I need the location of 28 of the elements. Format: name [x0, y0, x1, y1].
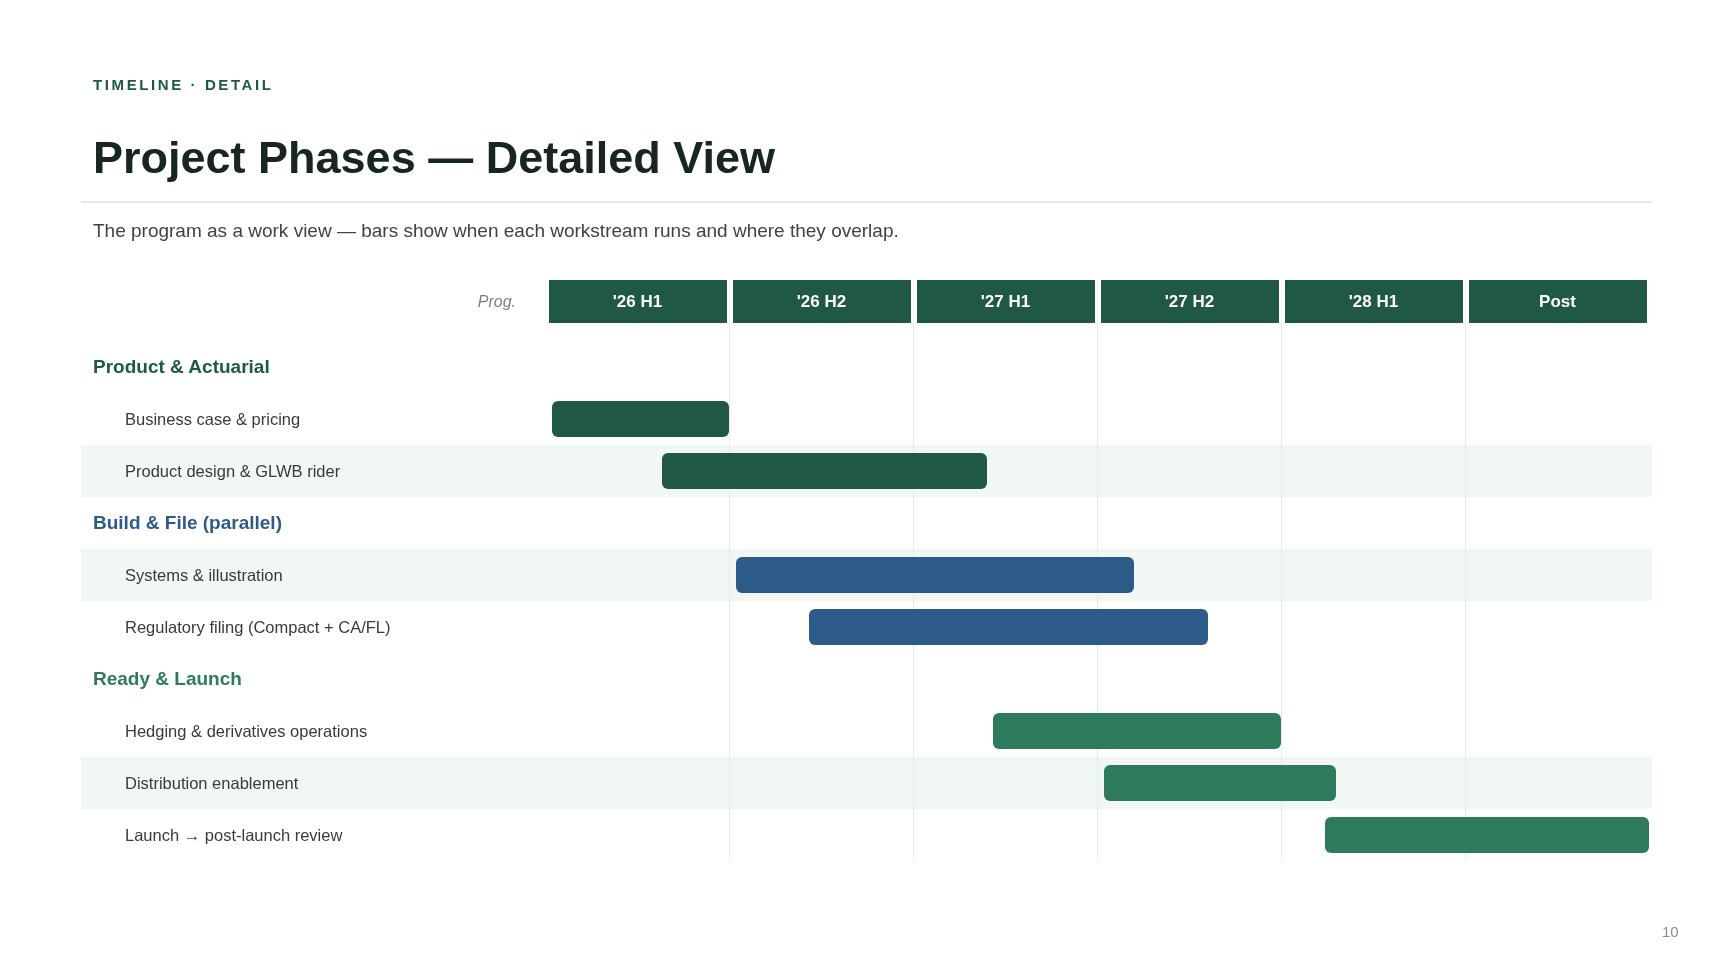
group-heading: Product & Actuarial	[93, 355, 270, 379]
gantt-bar	[1103, 765, 1337, 801]
column-label: Prog.	[477, 292, 516, 312]
section-kicker: TIMELINE · DETAIL	[93, 75, 274, 95]
gantt-bar	[735, 557, 1134, 593]
period-header: '27 H2	[1100, 280, 1279, 323]
task-label: Hedging & derivatives operations	[125, 720, 368, 742]
page-title: Project Phases — Detailed View	[93, 132, 775, 184]
subtitle: The program as a work view — bars show when each workstream runs and where they overlap.	[93, 219, 899, 243]
period-header: '26 H1	[548, 280, 727, 323]
gantt-bar	[551, 401, 730, 437]
task-label: Distribution enablement	[125, 772, 299, 794]
page-number: 10	[1662, 922, 1679, 941]
period-header: '27 H1	[916, 280, 1095, 323]
gantt-bar	[809, 609, 1208, 645]
gantt-bar	[662, 453, 987, 489]
task-label: Product design & GLWB rider	[125, 460, 341, 482]
group-heading: Ready & Launch	[93, 667, 242, 691]
group-heading: Build & File (parallel)	[93, 511, 282, 535]
period-header: '26 H2	[732, 280, 911, 323]
task-label: Regulatory filing (Compact + CA/FL)	[125, 616, 391, 638]
task-label: Systems & illustration	[125, 564, 283, 586]
gantt-bar	[993, 713, 1282, 749]
period-header: '28 H1	[1284, 280, 1463, 323]
task-label: Launch → post-launch review	[125, 824, 343, 846]
period-header: Post	[1468, 280, 1647, 323]
gantt-bar	[1324, 817, 1650, 853]
task-label: Business case & pricing	[125, 408, 301, 430]
